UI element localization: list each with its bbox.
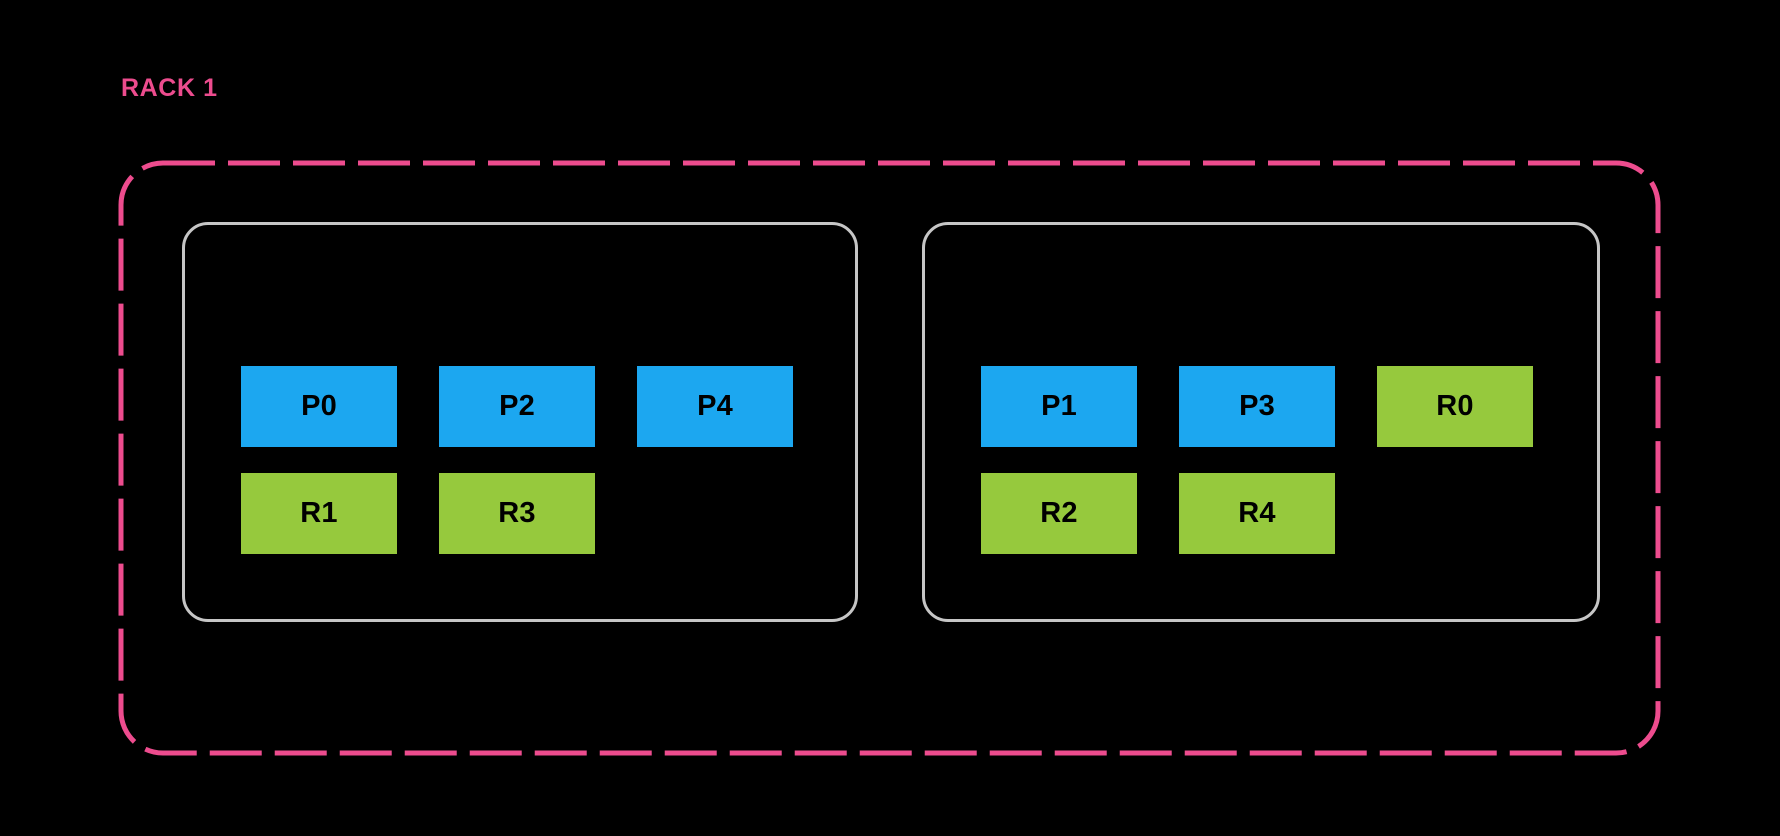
shard-block[interactable]: P1	[981, 366, 1137, 447]
shard-block[interactable]: P2	[439, 366, 595, 447]
shard-block[interactable]: R4	[1179, 473, 1335, 554]
shard-row: P0 P2 P4	[241, 366, 855, 447]
node-panel-left: P0 P2 P4 R1 R3	[182, 222, 858, 622]
shard-block[interactable]: R1	[241, 473, 397, 554]
node-panel-right: P1 P3 R0 R2 R4	[922, 222, 1600, 622]
shard-row: P1 P3 R0	[981, 366, 1597, 447]
shard-block[interactable]: P4	[637, 366, 793, 447]
shard-grid-left: P0 P2 P4 R1 R3	[241, 366, 855, 554]
rack-label: RACK 1	[121, 74, 218, 102]
shard-row: R1 R3	[241, 473, 855, 554]
shard-grid-right: P1 P3 R0 R2 R4	[981, 366, 1597, 554]
shard-block[interactable]: R0	[1377, 366, 1533, 447]
shard-block[interactable]: R3	[439, 473, 595, 554]
shard-block[interactable]: R2	[981, 473, 1137, 554]
shard-block[interactable]: P3	[1179, 366, 1335, 447]
shard-row: R2 R4	[981, 473, 1597, 554]
shard-block[interactable]: P0	[241, 366, 397, 447]
